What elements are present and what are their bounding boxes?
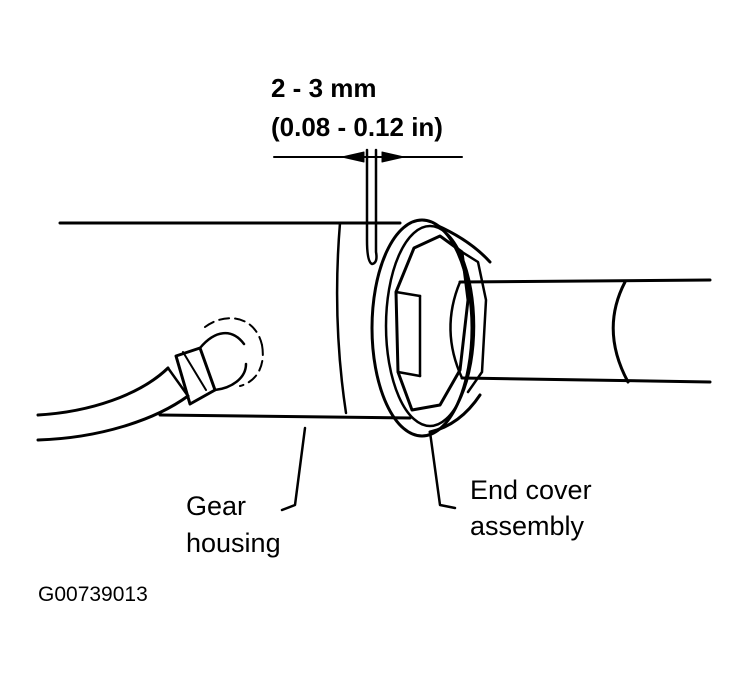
dimension-metric-label: 2 - 3 mm: [271, 73, 377, 103]
end-cover-assembly: [370, 218, 492, 438]
hose-fitting: [36, 317, 264, 442]
dimension-markers: [273, 148, 463, 266]
leader-lines: [280, 426, 457, 512]
dimension-imperial-label: (0.08 - 0.12 in): [271, 112, 443, 142]
output-shaft: [449, 278, 712, 384]
figure-id: G00739013: [38, 583, 148, 606]
end-cover-label-line1: End cover: [470, 475, 592, 505]
gear-housing: [58, 221, 412, 420]
gear-housing-label-line2: housing: [186, 528, 281, 558]
gear-housing-label-line1: Gear: [186, 491, 247, 521]
end-cover-label-line2: assembly: [470, 511, 585, 541]
